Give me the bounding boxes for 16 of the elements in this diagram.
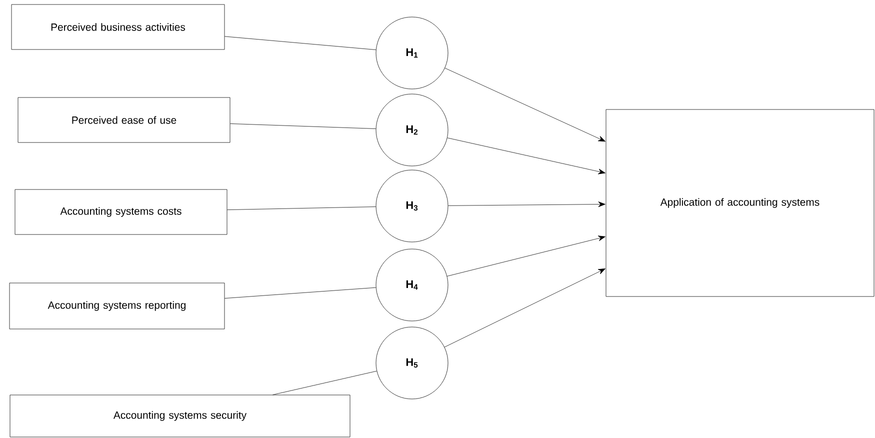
connector-line [227, 206, 376, 210]
rectangle-box: Application of accounting systems [606, 109, 874, 297]
arrow [446, 236, 606, 276]
rectangle-box: Accounting systems reporting [9, 282, 225, 330]
connector-line [224, 36, 376, 50]
connector-line [224, 287, 376, 299]
connector-line [272, 370, 377, 395]
connector-line [230, 123, 376, 129]
arrow [444, 68, 606, 142]
rectangle-box: Accounting systems security [10, 394, 350, 438]
arrow [447, 138, 606, 174]
arrow [448, 202, 606, 208]
rectangle-box: Perceived business activities [11, 4, 225, 50]
rectangle-box: Perceived ease of use [18, 97, 230, 143]
rectangle-box: Accounting systems costs [14, 189, 228, 235]
arrow [444, 268, 606, 348]
